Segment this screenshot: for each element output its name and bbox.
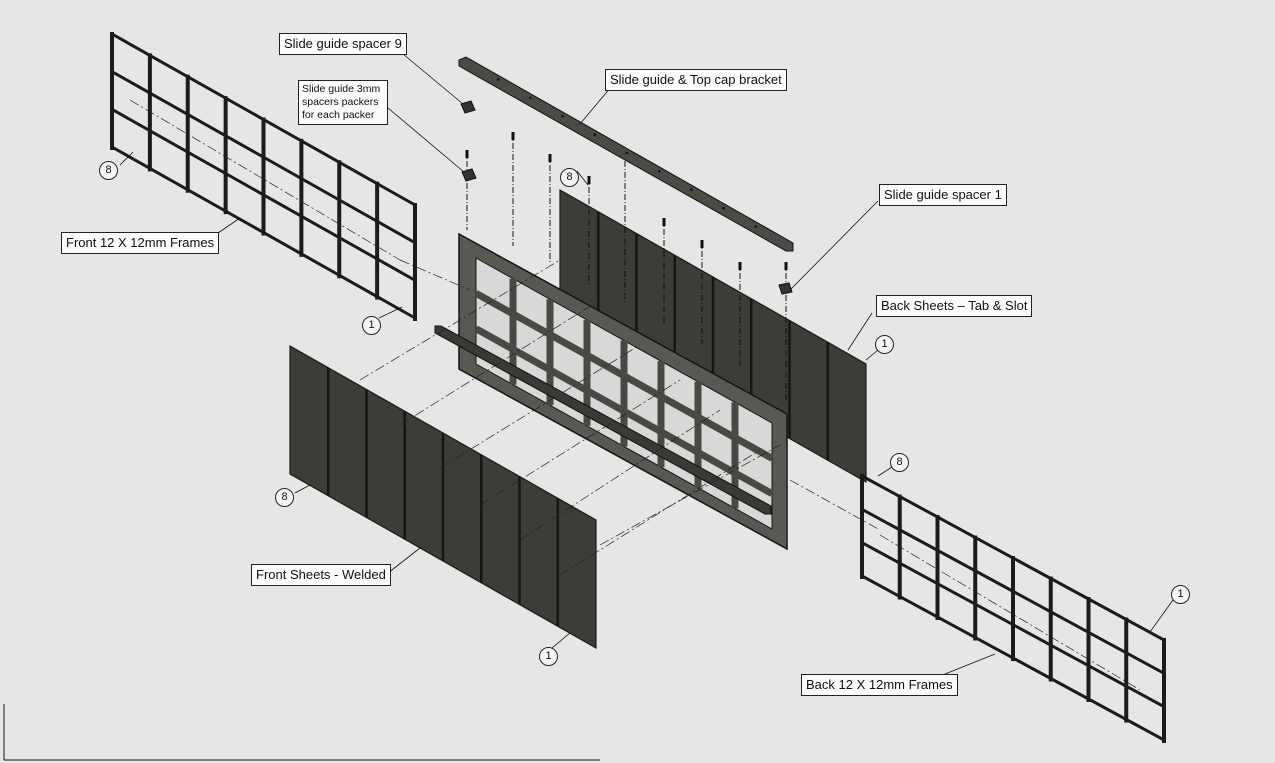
center-line: [439, 344, 641, 469]
center-line: [789, 479, 881, 531]
window-transom: [474, 290, 774, 462]
rod-tip: [548, 154, 552, 162]
leader-line: [551, 632, 571, 649]
leader-line: [576, 170, 589, 186]
rod-tip: [700, 240, 704, 248]
callout-slide-guide-3mm-spacers: Slide guide 3mm spacers packers for each…: [298, 80, 388, 125]
bracket-hole: [754, 225, 758, 228]
bracket-hole: [690, 188, 693, 192]
balloon-front-frames-1: 1: [362, 316, 381, 335]
callout-slide-guide-spacer-1: Slide guide spacer 1: [879, 184, 1007, 206]
rod-tip: [587, 176, 591, 184]
leader-line: [847, 312, 873, 351]
callout-slide-guide-spacer-9: Slide guide spacer 9: [279, 33, 407, 55]
leader-line: [789, 200, 879, 291]
center-line: [879, 534, 1141, 691]
callout-back-sheets: Back Sheets – Tab & Slot: [876, 295, 1033, 317]
rod-tip: [738, 262, 742, 270]
balloon-back-sheets-8: 8: [560, 168, 579, 187]
back-sheets-panel: [559, 188, 867, 484]
balloon-front-frames-8: 8: [99, 161, 118, 180]
callout-front-sheets: Front Sheets - Welded: [251, 564, 391, 586]
front-frames-grid: [110, 32, 417, 321]
window-transom: [474, 325, 774, 497]
leader-line: [1149, 599, 1174, 633]
rod-tip: [511, 132, 515, 140]
bracket-hole: [657, 170, 661, 173]
leader-line: [939, 653, 996, 677]
center-line: [479, 379, 681, 506]
bracket-body: [458, 56, 794, 252]
top-cap-bracket: [458, 56, 794, 252]
window-sill: [434, 325, 772, 515]
bracket-hole: [561, 114, 564, 118]
center-line: [129, 99, 401, 261]
callout-back-frames: Back 12 X 12mm Frames: [801, 674, 958, 696]
front-sheets-panel: [289, 344, 597, 650]
slide-guide-rods: [460, 100, 793, 400]
center-line: [399, 259, 471, 291]
center-line: [399, 299, 601, 426]
center-line: [519, 409, 721, 541]
balloon-back-frames-8: 8: [890, 453, 909, 472]
bracket-hole: [625, 151, 629, 155]
bracket-hole: [722, 206, 725, 210]
spacer-1-block: [778, 282, 793, 295]
callout-front-frames: Front 12 X 12mm Frames: [61, 232, 220, 254]
leader-line: [217, 217, 241, 234]
callout-slide-guide-top-cap-bracket: Slide guide & Top cap bracket: [605, 69, 787, 91]
spacer-9-block: [460, 100, 476, 114]
bracket-hole: [529, 96, 532, 100]
center-line: [559, 449, 761, 576]
leader-line: [294, 484, 311, 494]
balloon-front-sheets-1: 1: [539, 647, 558, 666]
leader-line: [579, 86, 612, 125]
bracket-hole: [496, 78, 500, 81]
center-line: [599, 444, 781, 546]
packer-block: [461, 168, 477, 182]
leader-line: [378, 306, 403, 319]
leader-line: [402, 53, 464, 105]
center-window-frame: [434, 232, 788, 551]
rod-tip: [465, 150, 469, 158]
rod-tip: [784, 262, 788, 270]
bracket-hole: [593, 133, 597, 136]
leader-line: [387, 107, 465, 173]
center-line: [359, 259, 561, 381]
leader-line: [119, 151, 134, 166]
balloon-back-frames-1: 1: [1171, 585, 1190, 604]
leader-line: [387, 547, 421, 574]
back-frames-grid: [860, 474, 1166, 743]
balloon-back-sheets-1: 1: [875, 335, 894, 354]
balloon-front-sheets-8: 8: [275, 488, 294, 507]
rod-tip: [662, 218, 666, 226]
